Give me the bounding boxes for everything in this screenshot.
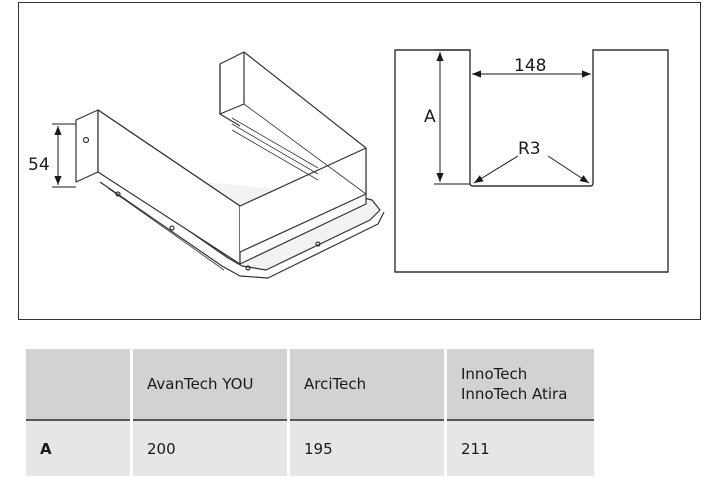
table-row: A 200 195 211 <box>26 420 594 476</box>
table-cell-arcitech: 195 <box>288 420 447 476</box>
width-label: 148 <box>514 56 546 76</box>
right-wall-side <box>219 51 245 115</box>
height-dimension <box>52 123 76 188</box>
table-cell-innotech: 211 <box>445 420 594 476</box>
depth-label: A <box>424 107 436 127</box>
depth-dimension <box>434 49 470 185</box>
table-header-innotech-line1: InnoTech <box>461 365 528 383</box>
table-header-row: AvanTech YOU ArciTech InnoTech InnoTech … <box>26 349 594 421</box>
table-header-avantech: AvanTech YOU <box>131 349 290 421</box>
table-row-label: A <box>26 420 133 476</box>
height-label: 54 <box>28 155 50 175</box>
cutout-outline <box>394 49 669 273</box>
table-header-blank <box>26 349 133 421</box>
left-wall <box>75 109 99 183</box>
isometric-profile <box>75 51 385 279</box>
technical-drawing: 54 A 148 R3 <box>28 49 669 279</box>
table-header-innotech-line2: InnoTech Atira <box>461 385 568 403</box>
dimension-table: AvanTech YOU ArciTech InnoTech InnoTech … <box>26 349 594 476</box>
table-cell-avantech: 200 <box>131 420 290 476</box>
radius-leaders <box>473 155 590 184</box>
radius-label: R3 <box>518 139 541 159</box>
table-header-arcitech: ArciTech <box>288 349 447 421</box>
table-header-innotech: InnoTech InnoTech Atira <box>445 349 594 421</box>
right-wall-front <box>239 147 367 253</box>
